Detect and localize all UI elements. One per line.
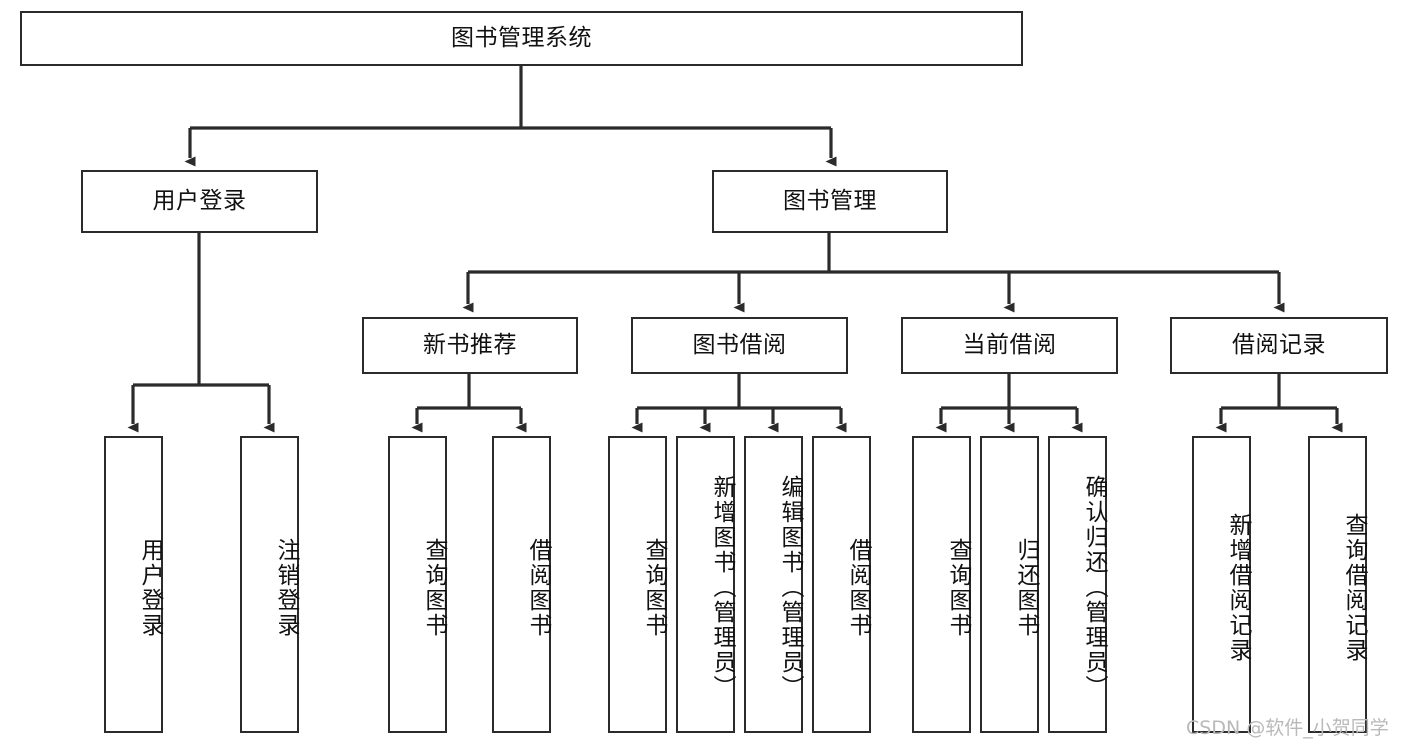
node-new-book-recommend[interactable]: 新书推荐 <box>362 317 578 374</box>
node-label: 归还图书 <box>1013 537 1039 638</box>
node-label: 查询借阅记录 <box>1341 512 1367 663</box>
leaf-query-record[interactable]: 查询借阅记录 <box>1308 436 1367 733</box>
node-borrow-record[interactable]: 借阅记录 <box>1170 317 1388 374</box>
node-label: 借阅图书 <box>525 537 551 638</box>
node-label: 注销登录 <box>273 537 299 638</box>
watermark-text: CSDN @软件_小贺同学 <box>1186 717 1389 739</box>
node-user-login[interactable]: 用户登录 <box>81 170 318 233</box>
leaf-user-login[interactable]: 用户登录 <box>104 436 163 733</box>
node-label: 查询图书 <box>945 537 971 638</box>
leaf-confirm-return[interactable]: 确认归还（管理员） <box>1048 436 1107 733</box>
leaf-borrow-book-1[interactable]: 借阅图书 <box>492 436 551 733</box>
leaf-query-book-1[interactable]: 查询图书 <box>388 436 447 733</box>
node-label: 图书管理系统 <box>451 24 592 51</box>
node-label: 确认归还（管理员） <box>1081 475 1107 700</box>
node-book-manage[interactable]: 图书管理 <box>712 170 948 233</box>
node-label: 新书推荐 <box>423 331 517 358</box>
leaf-query-book-3[interactable]: 查询图书 <box>912 436 971 733</box>
leaf-edit-book[interactable]: 编辑图书（管理员） <box>744 436 803 733</box>
leaf-return-book[interactable]: 归还图书 <box>980 436 1039 733</box>
node-label: 新增图书（管理员） <box>709 475 735 700</box>
node-label: 用户登录 <box>137 537 163 638</box>
leaf-borrow-book-2[interactable]: 借阅图书 <box>812 436 871 733</box>
node-label: 当前借阅 <box>962 331 1057 358</box>
node-label: 编辑图书（管理员） <box>777 475 803 700</box>
leaf-add-record[interactable]: 新增借阅记录 <box>1192 436 1251 733</box>
node-label: 查询图书 <box>421 537 447 638</box>
leaf-user-logout[interactable]: 注销登录 <box>240 436 299 733</box>
node-label: 用户登录 <box>152 187 247 214</box>
node-label: 新增借阅记录 <box>1225 512 1251 663</box>
node-book-borrow[interactable]: 图书借阅 <box>631 317 848 374</box>
node-label: 借阅记录 <box>1232 331 1326 358</box>
node-label: 图书借阅 <box>692 331 787 358</box>
node-label: 借阅图书 <box>845 537 871 638</box>
node-label: 图书管理 <box>783 187 877 214</box>
node-current-borrow[interactable]: 当前借阅 <box>901 317 1118 374</box>
leaf-query-book-2[interactable]: 查询图书 <box>608 436 667 733</box>
leaf-add-book[interactable]: 新增图书（管理员） <box>676 436 735 733</box>
node-label: 查询图书 <box>641 537 667 638</box>
node-root-system[interactable]: 图书管理系统 <box>20 11 1023 66</box>
